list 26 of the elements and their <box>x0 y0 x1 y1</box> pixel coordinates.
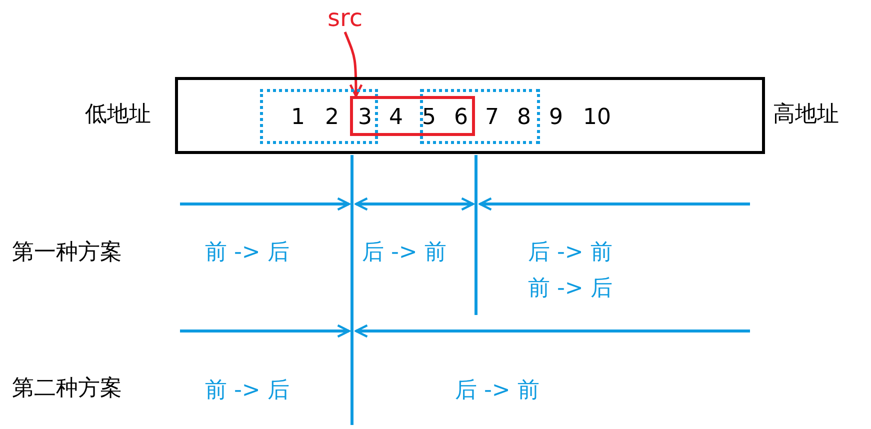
element-number: 2 <box>325 105 339 131</box>
element-number: 3 <box>358 105 372 131</box>
direction-label: 后 -> 前 <box>455 378 540 404</box>
element-number: 6 <box>454 105 468 131</box>
scheme-label: 第一种方案 <box>12 240 122 266</box>
element-number: 8 <box>517 105 531 131</box>
scheme-label: 第二种方案 <box>12 376 122 402</box>
element-number: 9 <box>549 105 563 131</box>
element-number: 5 <box>422 105 436 131</box>
dotted-box <box>260 89 378 144</box>
direction-label: 后 -> 前 <box>362 240 446 266</box>
arrow <box>344 32 363 98</box>
direction-label: 后 -> 前 <box>528 240 612 266</box>
direction-label: 前 -> 后 <box>528 276 612 302</box>
direction-label: 前 -> 后 <box>205 240 290 266</box>
element-number: 1 <box>291 105 305 131</box>
memory-bar <box>175 77 765 154</box>
element-number: 10 <box>583 105 611 131</box>
element-number: 7 <box>485 105 499 131</box>
highlight-box <box>350 96 475 136</box>
address-label: 高地址 <box>773 102 839 128</box>
address-label: 低地址 <box>85 102 151 128</box>
dotted-box <box>420 89 540 144</box>
element-number: 4 <box>389 105 403 131</box>
pointer-label: src <box>325 4 365 32</box>
direction-label: 前 -> 后 <box>205 378 290 404</box>
